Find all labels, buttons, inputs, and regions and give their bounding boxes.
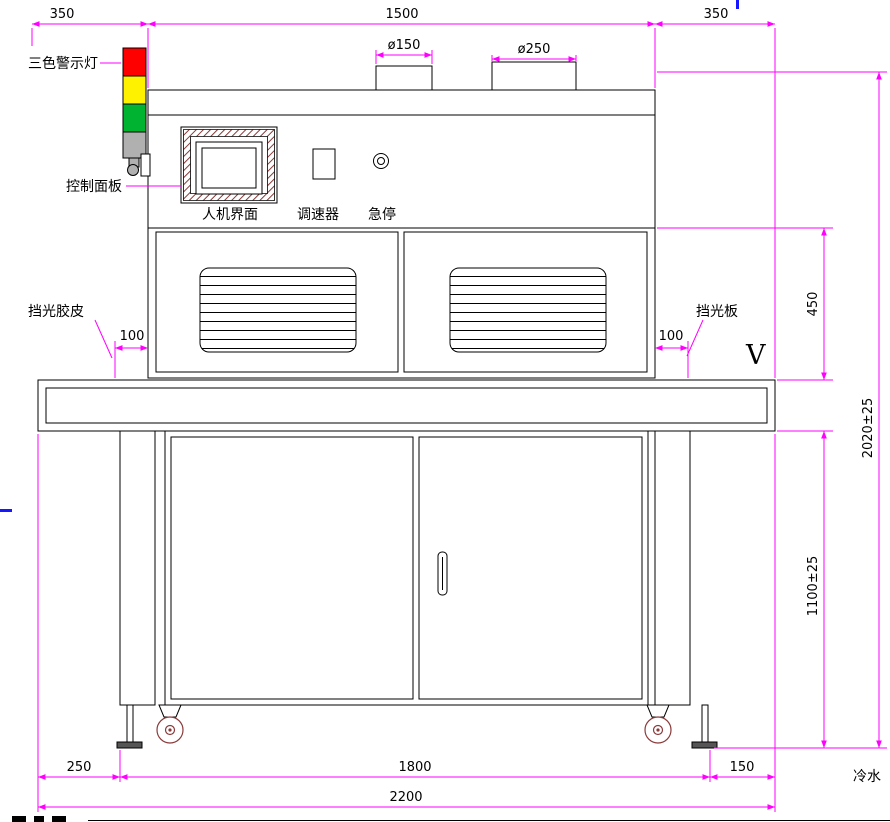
control-panel-group xyxy=(180,126,389,204)
lamp-yellow-segment xyxy=(122,75,147,105)
dim-text-2020: 2020±25 xyxy=(861,398,876,459)
dim-text-250: 250 xyxy=(67,760,92,775)
lamp-mount-bracket xyxy=(140,153,151,177)
tabletop xyxy=(37,379,776,432)
feet-and-casters xyxy=(116,704,718,749)
label-shade-rubber: 挡光胶皮 xyxy=(28,303,84,320)
leveling-foot-right-rod xyxy=(701,704,709,743)
leveling-foot-right-pad xyxy=(691,741,718,749)
caster-left-bracket xyxy=(158,704,182,718)
dimensions-top: 350 1500 350 xyxy=(31,7,776,378)
dim-text-100-right: 100 xyxy=(659,329,684,344)
hmi-gasket-hatch xyxy=(183,129,275,201)
label-emergency-stop: 急停 xyxy=(368,206,396,223)
label-shade-plate: 挡光板 xyxy=(696,304,738,320)
caster-right-hub xyxy=(652,724,664,736)
leader-shade-rubber xyxy=(94,319,113,359)
label-hmi: 人机界面 xyxy=(202,207,258,223)
leader-shade-plate xyxy=(686,319,704,357)
emergency-stop-button-center xyxy=(377,157,385,165)
dim-text-150: 150 xyxy=(730,760,755,775)
caster-right-wheel xyxy=(644,716,672,744)
lower-cabinet xyxy=(119,430,691,706)
dim-text-450: 450 xyxy=(806,292,821,317)
dimensions-bottom: 250 1800 150 2200 xyxy=(37,434,776,812)
label-control-panel: 控制面板 xyxy=(66,179,122,195)
label-v-mark: V xyxy=(745,340,766,371)
dim-text-1800: 1800 xyxy=(398,760,431,775)
hmi-screen[interactable] xyxy=(201,147,257,189)
speed-controller-box[interactable] xyxy=(312,148,336,180)
caster-right-axle xyxy=(656,728,660,732)
blue-tick-left xyxy=(0,509,12,512)
warning-light-tower xyxy=(122,47,151,177)
dim-text-2200: 2200 xyxy=(389,790,422,805)
lamp-green-segment xyxy=(122,103,147,133)
machine-upper-body xyxy=(147,61,656,379)
cabinet-body xyxy=(164,430,649,706)
tabletop-inner xyxy=(45,387,768,424)
dimensions-ducts: ø150 ø250 xyxy=(375,38,577,64)
callouts: 三色警示灯 控制面板 人机界面 调速器 急停 挡光胶皮 挡光板 冷水 V xyxy=(28,55,881,785)
label-speed-controller: 调速器 xyxy=(297,207,339,223)
truncated-text-fragment xyxy=(52,816,66,822)
caster-left-axle xyxy=(168,728,172,732)
emergency-stop-button[interactable] xyxy=(373,153,389,169)
louver-right xyxy=(449,267,607,353)
leg-right xyxy=(654,430,691,706)
dimensions-flaps: 100 100 xyxy=(114,329,689,378)
dim-text-350-left: 350 xyxy=(50,7,75,22)
label-cold-water: 冷水 xyxy=(853,769,881,785)
vent-panel-right-frame xyxy=(403,231,648,373)
dim-text-d150: ø150 xyxy=(388,38,421,53)
lamp-red-segment xyxy=(122,47,147,77)
dim-text-100-left: 100 xyxy=(120,329,145,344)
exhaust-duct-small xyxy=(375,65,433,91)
leg-left xyxy=(119,430,156,706)
dim-text-350-right: 350 xyxy=(704,7,729,22)
leveling-foot-left-pad xyxy=(116,741,143,749)
truncated-text-fragment xyxy=(34,816,44,822)
louver-left xyxy=(199,267,357,353)
truncated-text-fragment xyxy=(12,816,26,822)
caster-left-wheel xyxy=(156,716,184,744)
caster-left-hub xyxy=(164,724,176,736)
hmi-outer-frame xyxy=(180,126,278,204)
dim-text-1100: 1100±25 xyxy=(806,556,821,617)
cabinet-door-left[interactable] xyxy=(170,436,414,700)
label-warning-light: 三色警示灯 xyxy=(28,55,98,72)
dim-text-1500: 1500 xyxy=(385,7,418,22)
cabinet-door-right[interactable] xyxy=(418,436,643,700)
vent-panel-left-frame xyxy=(155,231,399,373)
lamp-joint-ball xyxy=(127,164,139,176)
blue-tick-top xyxy=(736,0,739,9)
exhaust-duct-large xyxy=(491,61,577,91)
leveling-foot-left-rod xyxy=(126,704,134,743)
dim-text-d250: ø250 xyxy=(518,42,551,57)
caster-right-bracket xyxy=(646,704,670,718)
dimensions-right: 450 1100±25 2020±25 xyxy=(657,71,887,749)
